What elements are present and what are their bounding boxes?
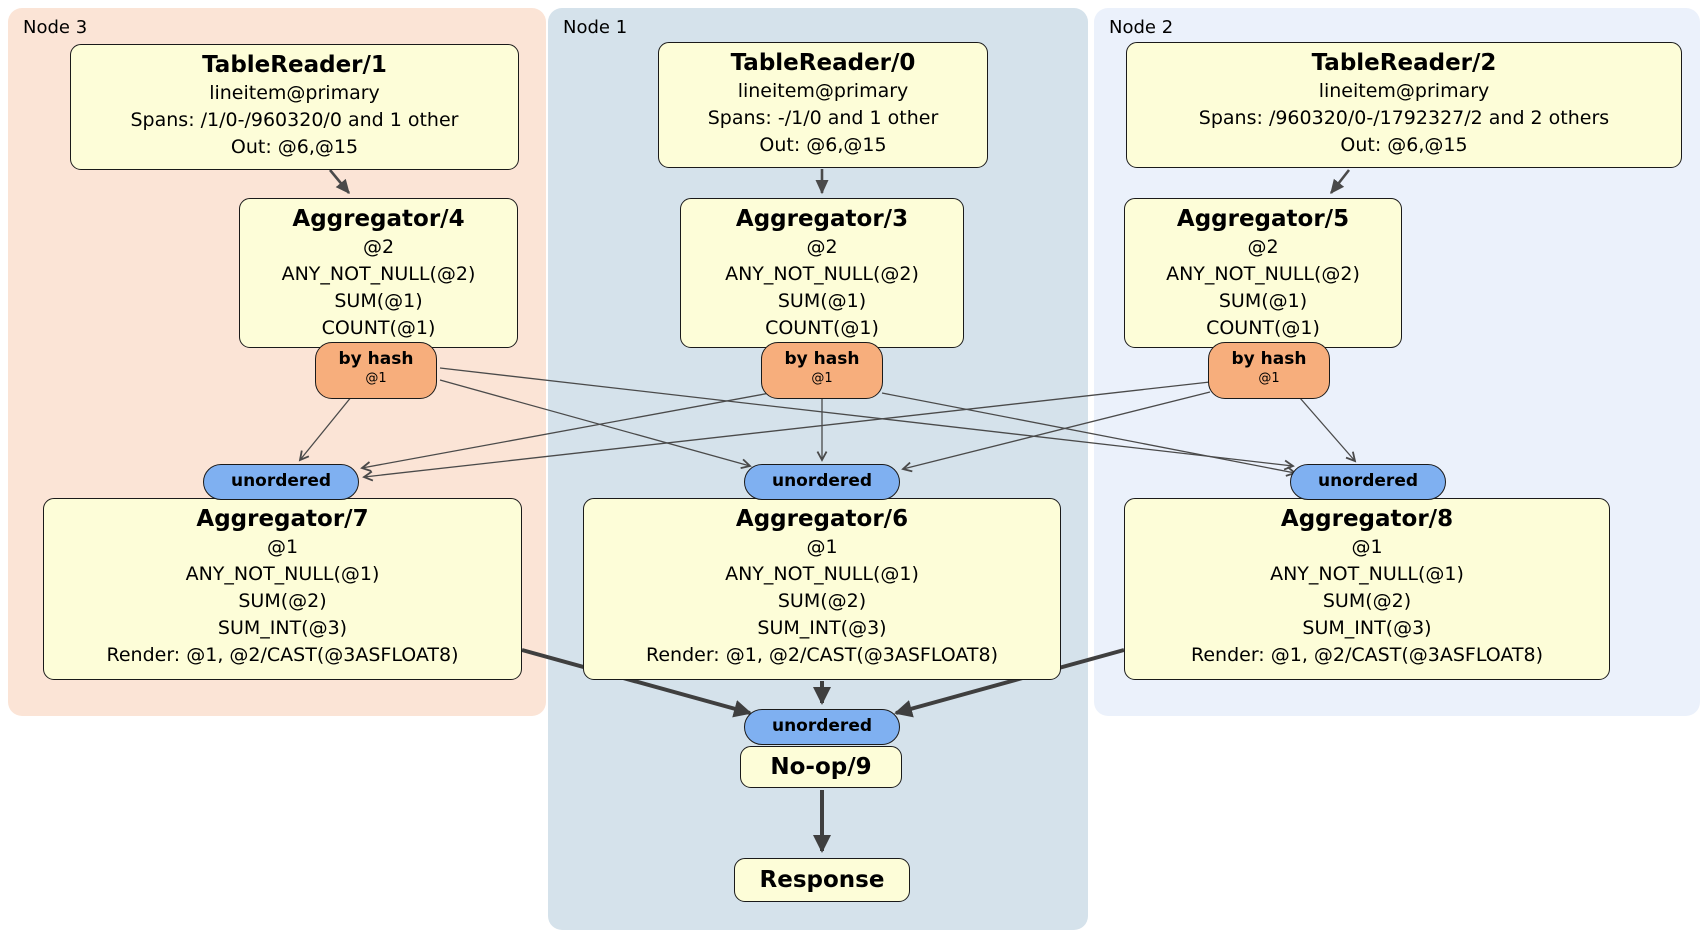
processor-line: @1 xyxy=(1351,536,1383,558)
processor-line: Render: @1, @2/CAST(@3ASFLOAT8) xyxy=(646,644,998,666)
edge-router-node1-to-sync-node2 xyxy=(881,392,1297,477)
processor-title: Aggregator/8 xyxy=(1280,506,1454,532)
processor-line: Spans: /960320/0-/1792327/2 and 2 others xyxy=(1198,107,1610,129)
edge-aggregator8-to-final-sync xyxy=(894,648,1125,718)
processor-line: Out: @6,@15 xyxy=(759,134,887,156)
processor-line: SUM(@2) xyxy=(238,590,327,612)
edge-tablereader2-to-aggregator5 xyxy=(1329,169,1351,195)
processor-aggregator6: Aggregator/6 @1 ANY_NOT_NULL(@1) SUM(@2)… xyxy=(583,498,1061,680)
processor-line: COUNT(@1) xyxy=(765,317,879,339)
processor-tablereader0: TableReader/0 lineitem@primary Spans: -/… xyxy=(658,42,988,168)
processor-line: @2 xyxy=(362,236,395,258)
processor-aggregator5: Aggregator/5 @2 ANY_NOT_NULL(@2) SUM(@1)… xyxy=(1124,198,1402,348)
processor-line: ANY_NOT_NULL(@1) xyxy=(185,563,380,585)
router-key: @1 xyxy=(811,371,833,386)
router-label: by hash xyxy=(1231,349,1307,369)
edge-router-node2-to-sync-node2 xyxy=(1299,397,1357,463)
processor-line: ANY_NOT_NULL(@1) xyxy=(1270,563,1464,585)
router-key: @1 xyxy=(365,371,387,386)
processor-line: Out: @6,@15 xyxy=(230,136,359,158)
processor-line: Out: @6,@15 xyxy=(1340,134,1468,156)
edge-router-node2-to-sync-node3 xyxy=(362,381,1211,482)
processor-aggregator4: Aggregator/4 @2 ANY_NOT_NULL(@2) SUM(@1)… xyxy=(239,198,518,348)
processor-line: Render: @1, @2/CAST(@3ASFLOAT8) xyxy=(106,644,459,666)
processor-line: ANY_NOT_NULL(@2) xyxy=(725,263,919,285)
processor-title: No-op/9 xyxy=(770,754,872,780)
region-node1-label: Node 1 xyxy=(563,17,628,38)
processor-title: Aggregator/5 xyxy=(1176,206,1350,232)
processor-line: ANY_NOT_NULL(@1) xyxy=(725,563,919,585)
processor-title: Aggregator/4 xyxy=(292,206,465,232)
sync-unordered-final: unordered xyxy=(744,709,900,745)
processor-title: Aggregator/3 xyxy=(735,206,909,232)
processor-aggregator3: Aggregator/3 @2 ANY_NOT_NULL(@2) SUM(@1)… xyxy=(680,198,964,348)
processor-line: Spans: /1/0-/960320/0 and 1 other xyxy=(130,109,459,131)
processor-line: SUM(@2) xyxy=(777,590,867,612)
processor-title: TableReader/0 xyxy=(730,50,916,76)
edge-aggregator7-to-final-sync xyxy=(521,648,752,718)
region-node2-label: Node 2 xyxy=(1109,17,1174,38)
processor-title: Aggregator/7 xyxy=(196,506,369,532)
processor-title: TableReader/1 xyxy=(202,52,387,78)
router-label: by hash xyxy=(338,349,414,369)
processor-title: Aggregator/6 xyxy=(735,506,909,532)
edge-router-node3-to-sync-node2 xyxy=(439,367,1295,471)
processor-line: SUM_INT(@3) xyxy=(217,617,348,639)
router-by-hash-node2: by hash @1 xyxy=(1208,342,1330,399)
processor-tablereader2: TableReader/2 lineitem@primary Spans: /9… xyxy=(1126,42,1682,168)
processor-line: SUM(@1) xyxy=(334,290,423,312)
processor-line: @1 xyxy=(806,536,838,558)
processor-aggregator8: Aggregator/8 @1 ANY_NOT_NULL(@1) SUM(@2)… xyxy=(1124,498,1610,680)
processor-aggregator7: Aggregator/7 @1 ANY_NOT_NULL(@1) SUM(@2)… xyxy=(43,498,522,680)
sync-unordered-node1: unordered xyxy=(744,464,900,500)
processor-line: Spans: -/1/0 and 1 other xyxy=(707,107,939,129)
processor-line: COUNT(@1) xyxy=(321,317,436,339)
processor-response: Response xyxy=(734,858,910,902)
processor-line: @2 xyxy=(806,236,838,258)
processor-line: SUM_INT(@3) xyxy=(1302,617,1432,639)
sync-unordered-node3: unordered xyxy=(203,464,359,500)
edge-tablereader1-to-aggregator4 xyxy=(328,169,351,195)
processor-line: @2 xyxy=(1247,236,1279,258)
region-node3-label: Node 3 xyxy=(23,17,88,38)
processor-line: lineitem@primary xyxy=(737,80,909,102)
router-key: @1 xyxy=(1258,371,1280,386)
edge-router-node3-to-sync-node1 xyxy=(439,379,752,470)
processor-line: COUNT(@1) xyxy=(1206,317,1320,339)
processor-line: ANY_NOT_NULL(@2) xyxy=(281,263,476,285)
processor-line: SUM(@1) xyxy=(1218,290,1308,312)
processor-line: @1 xyxy=(266,536,299,558)
processor-line: lineitem@primary xyxy=(209,82,380,104)
processor-line: SUM(@2) xyxy=(1322,590,1412,612)
processor-line: lineitem@primary xyxy=(1318,80,1490,102)
processor-line: SUM_INT(@3) xyxy=(757,617,887,639)
processor-tablereader1: TableReader/1 lineitem@primary Spans: /1… xyxy=(70,44,519,170)
edge-router-node2-to-sync-node1 xyxy=(901,391,1211,473)
processor-title: TableReader/2 xyxy=(1311,50,1497,76)
processor-line: Render: @1, @2/CAST(@3ASFLOAT8) xyxy=(1191,644,1543,666)
router-label: by hash xyxy=(784,349,860,369)
processor-line: ANY_NOT_NULL(@2) xyxy=(1166,263,1360,285)
sync-unordered-node2: unordered xyxy=(1290,464,1446,500)
processor-title: Response xyxy=(759,867,885,893)
router-by-hash-node1: by hash @1 xyxy=(761,342,883,399)
processor-noop: No-op/9 xyxy=(740,746,902,788)
edge-router-node3-to-sync-node3 xyxy=(298,395,353,462)
edge-router-node1-to-sync-node3 xyxy=(360,392,771,472)
router-by-hash-node3: by hash @1 xyxy=(315,342,437,399)
processor-line: SUM(@1) xyxy=(777,290,867,312)
